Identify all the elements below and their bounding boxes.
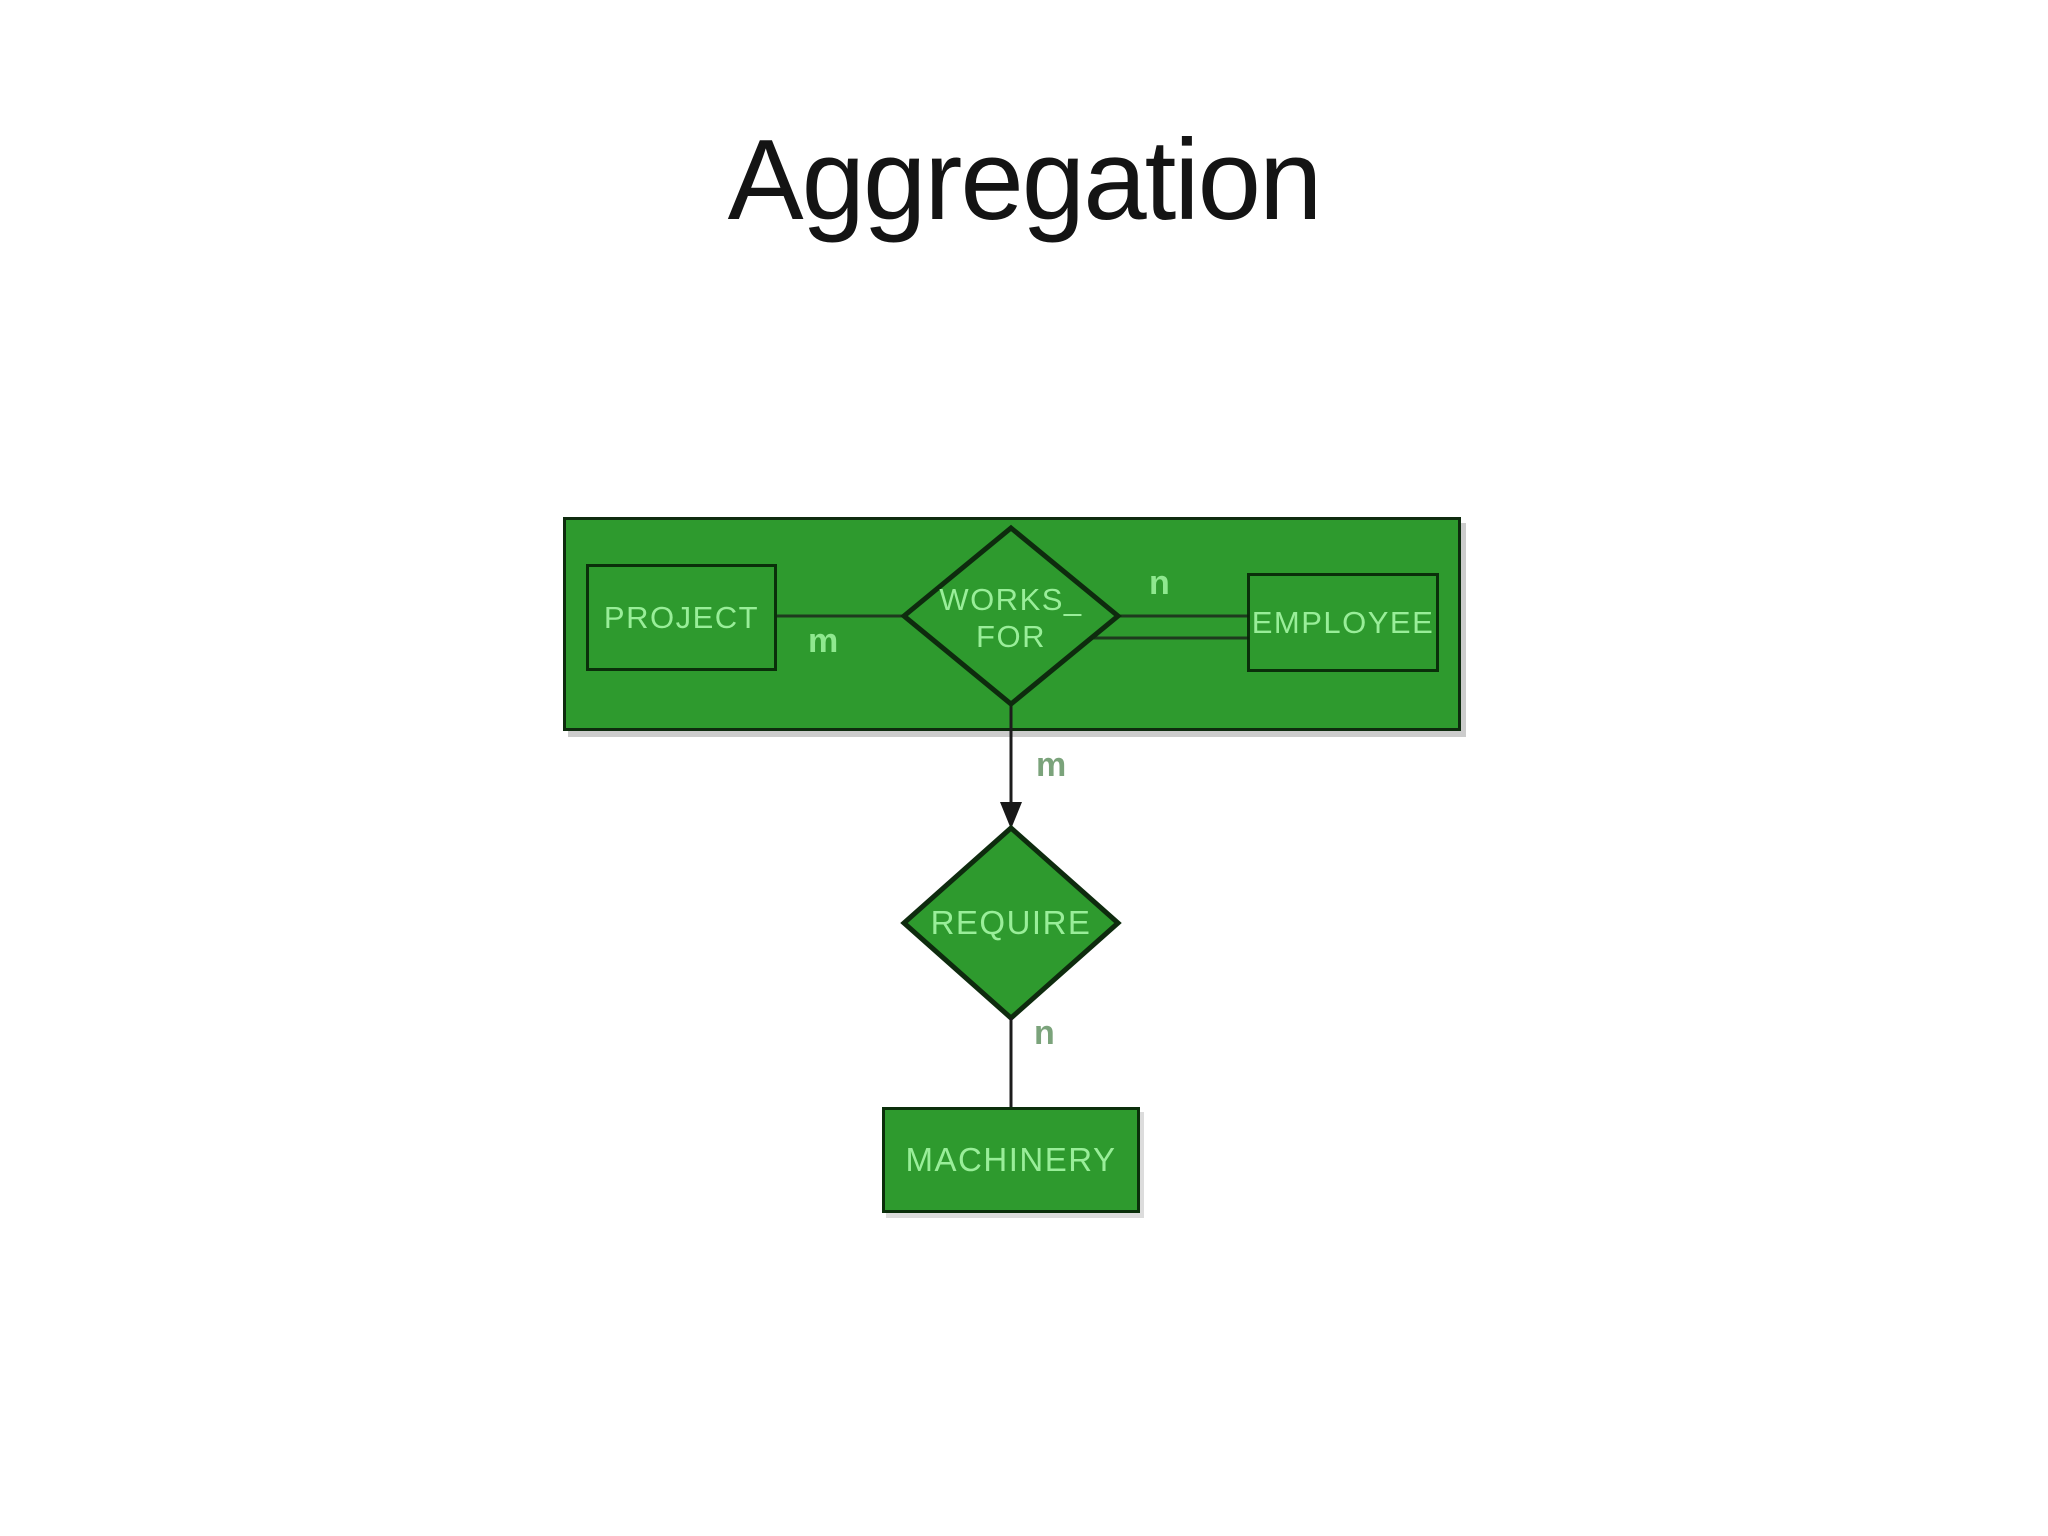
works-for-label-line1: WORKS_ bbox=[939, 582, 1083, 617]
entity-project-label: PROJECT bbox=[603, 599, 760, 635]
require-label-text: REQUIRE bbox=[930, 904, 1092, 941]
works-for-label-line2: FOR bbox=[976, 619, 1046, 654]
arrowhead-down-icon bbox=[1000, 802, 1022, 829]
entity-machinery: MACHINERY bbox=[882, 1107, 1140, 1213]
require-label: REQUIRE bbox=[904, 828, 1118, 1018]
cardinality-n-employee: n bbox=[1149, 564, 1170, 602]
entity-machinery-label: MACHINERY bbox=[905, 1141, 1117, 1178]
cardinality-n-machinery: n bbox=[1034, 1014, 1055, 1052]
entity-employee-label: EMPLOYEE bbox=[1251, 604, 1435, 640]
works-for-label: WORKS_ FOR bbox=[904, 572, 1118, 664]
cardinality-m-project: m bbox=[808, 622, 839, 660]
slide-title: Aggregation bbox=[727, 117, 1323, 244]
entity-employee: EMPLOYEE bbox=[1247, 573, 1439, 672]
entity-project: PROJECT bbox=[586, 564, 777, 671]
cardinality-m-require: m bbox=[1036, 746, 1067, 784]
